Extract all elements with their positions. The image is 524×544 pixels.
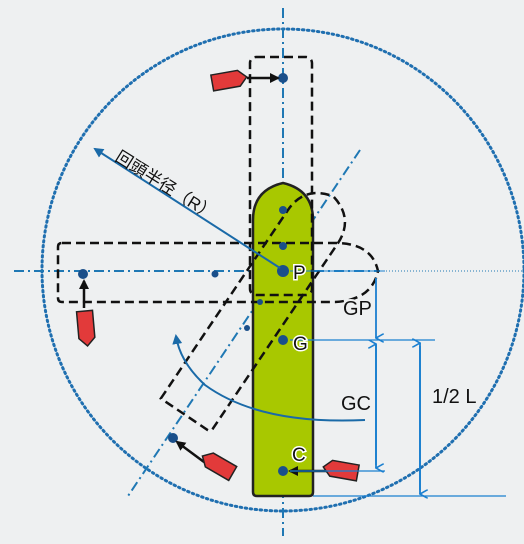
ship-outline-horizontal	[56, 241, 380, 304]
tugboat-icon	[75, 309, 96, 347]
point-marker-icon	[279, 242, 287, 250]
point-marker-icon	[257, 299, 263, 305]
gc-label: GC	[341, 393, 371, 415]
gravity-point-marker	[278, 335, 288, 345]
point-marker-icon	[278, 73, 288, 83]
point-marker-icon	[244, 325, 250, 331]
tugboat-icon	[322, 459, 360, 482]
half-length-label: 1/2 L	[432, 386, 476, 408]
diagonal-axis	[127, 149, 361, 497]
center-label: C	[292, 445, 306, 466]
ship-outline-top	[248, 55, 314, 297]
radius-arrow	[93, 147, 281, 269]
point-marker-icon	[78, 269, 88, 279]
gravity-label: G	[293, 334, 308, 355]
ship-outline-diagonal	[159, 191, 347, 432]
radius-label: 回頭半径（R）	[112, 147, 219, 224]
tug-push-arrow-diagonal	[175, 440, 205, 464]
tugboat-icon	[201, 452, 238, 482]
pivot-label: P	[293, 263, 306, 284]
center-point-marker	[278, 466, 288, 476]
point-marker-icon	[168, 433, 178, 443]
point-marker-icon	[211, 270, 219, 278]
tugboat-icon	[210, 69, 248, 92]
gp-label: GP	[343, 298, 372, 320]
point-marker-icon	[279, 206, 287, 214]
rotation-arrow	[172, 334, 366, 422]
